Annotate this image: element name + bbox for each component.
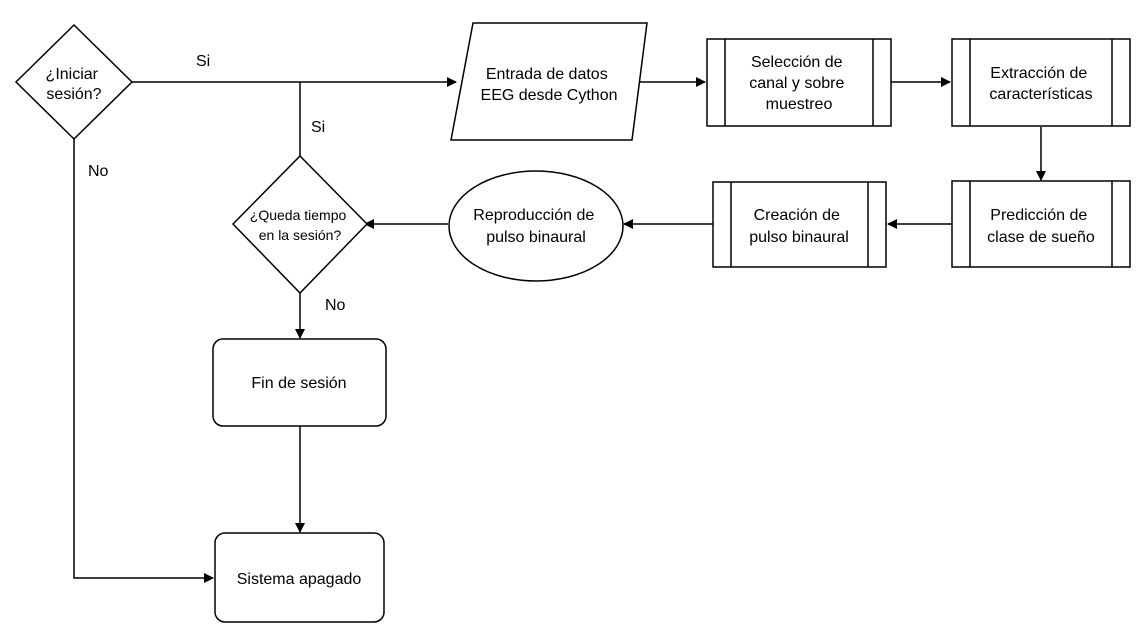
input-data-label: Entrada de datos EEG desde Cython (481, 66, 618, 104)
feature-extraction-node: Extracción de características (951, 38, 1131, 127)
time-left-decision-label: ¿Queda tiempo en la sesión? (250, 207, 350, 243)
play-pulse-label: Reproducción de pulso binaural (473, 207, 598, 246)
time-left-decision: ¿Queda tiempo en la sesión? (231, 154, 369, 295)
channel-selection-label: Selección de canal y sobre muestreo (749, 54, 849, 113)
edges (73, 77, 1046, 583)
shutdown-node: Sistema apagado (214, 532, 385, 623)
edge-label-start-yes: Si (196, 53, 210, 70)
input-data-node: Entrada de datos EEG desde Cython (450, 22, 648, 141)
prediction-node: Predicción de clase de sueño (951, 180, 1131, 268)
start-decision-label: ¿Iniciar sesión? (46, 66, 103, 103)
feature-extraction-label: Extracción de características (989, 65, 1092, 103)
create-pulse-node: Creación de pulso binaural (712, 181, 887, 268)
end-session-label: Fin de sesión (251, 375, 346, 392)
play-pulse-node: Reproducción de pulso binaural (448, 170, 624, 282)
edge-start-no-to-shutdown (73, 139, 214, 583)
create-pulse-label: Creación de pulso binaural (749, 207, 849, 246)
edge-label-start-no: No (88, 163, 109, 180)
channel-selection-node: Selección de canal y sobre muestreo (706, 38, 892, 127)
end-session-node: Fin de sesión (212, 338, 387, 427)
shutdown-label: Sistema apagado (237, 571, 362, 588)
start-decision: ¿Iniciar sesión? (14, 23, 134, 141)
edge-label-time-no: No (325, 297, 346, 314)
edge-label-loop-yes: Si (311, 119, 325, 136)
edge-labels: Si Si No No (88, 53, 346, 314)
prediction-label: Predicción de clase de sueño (987, 207, 1095, 246)
